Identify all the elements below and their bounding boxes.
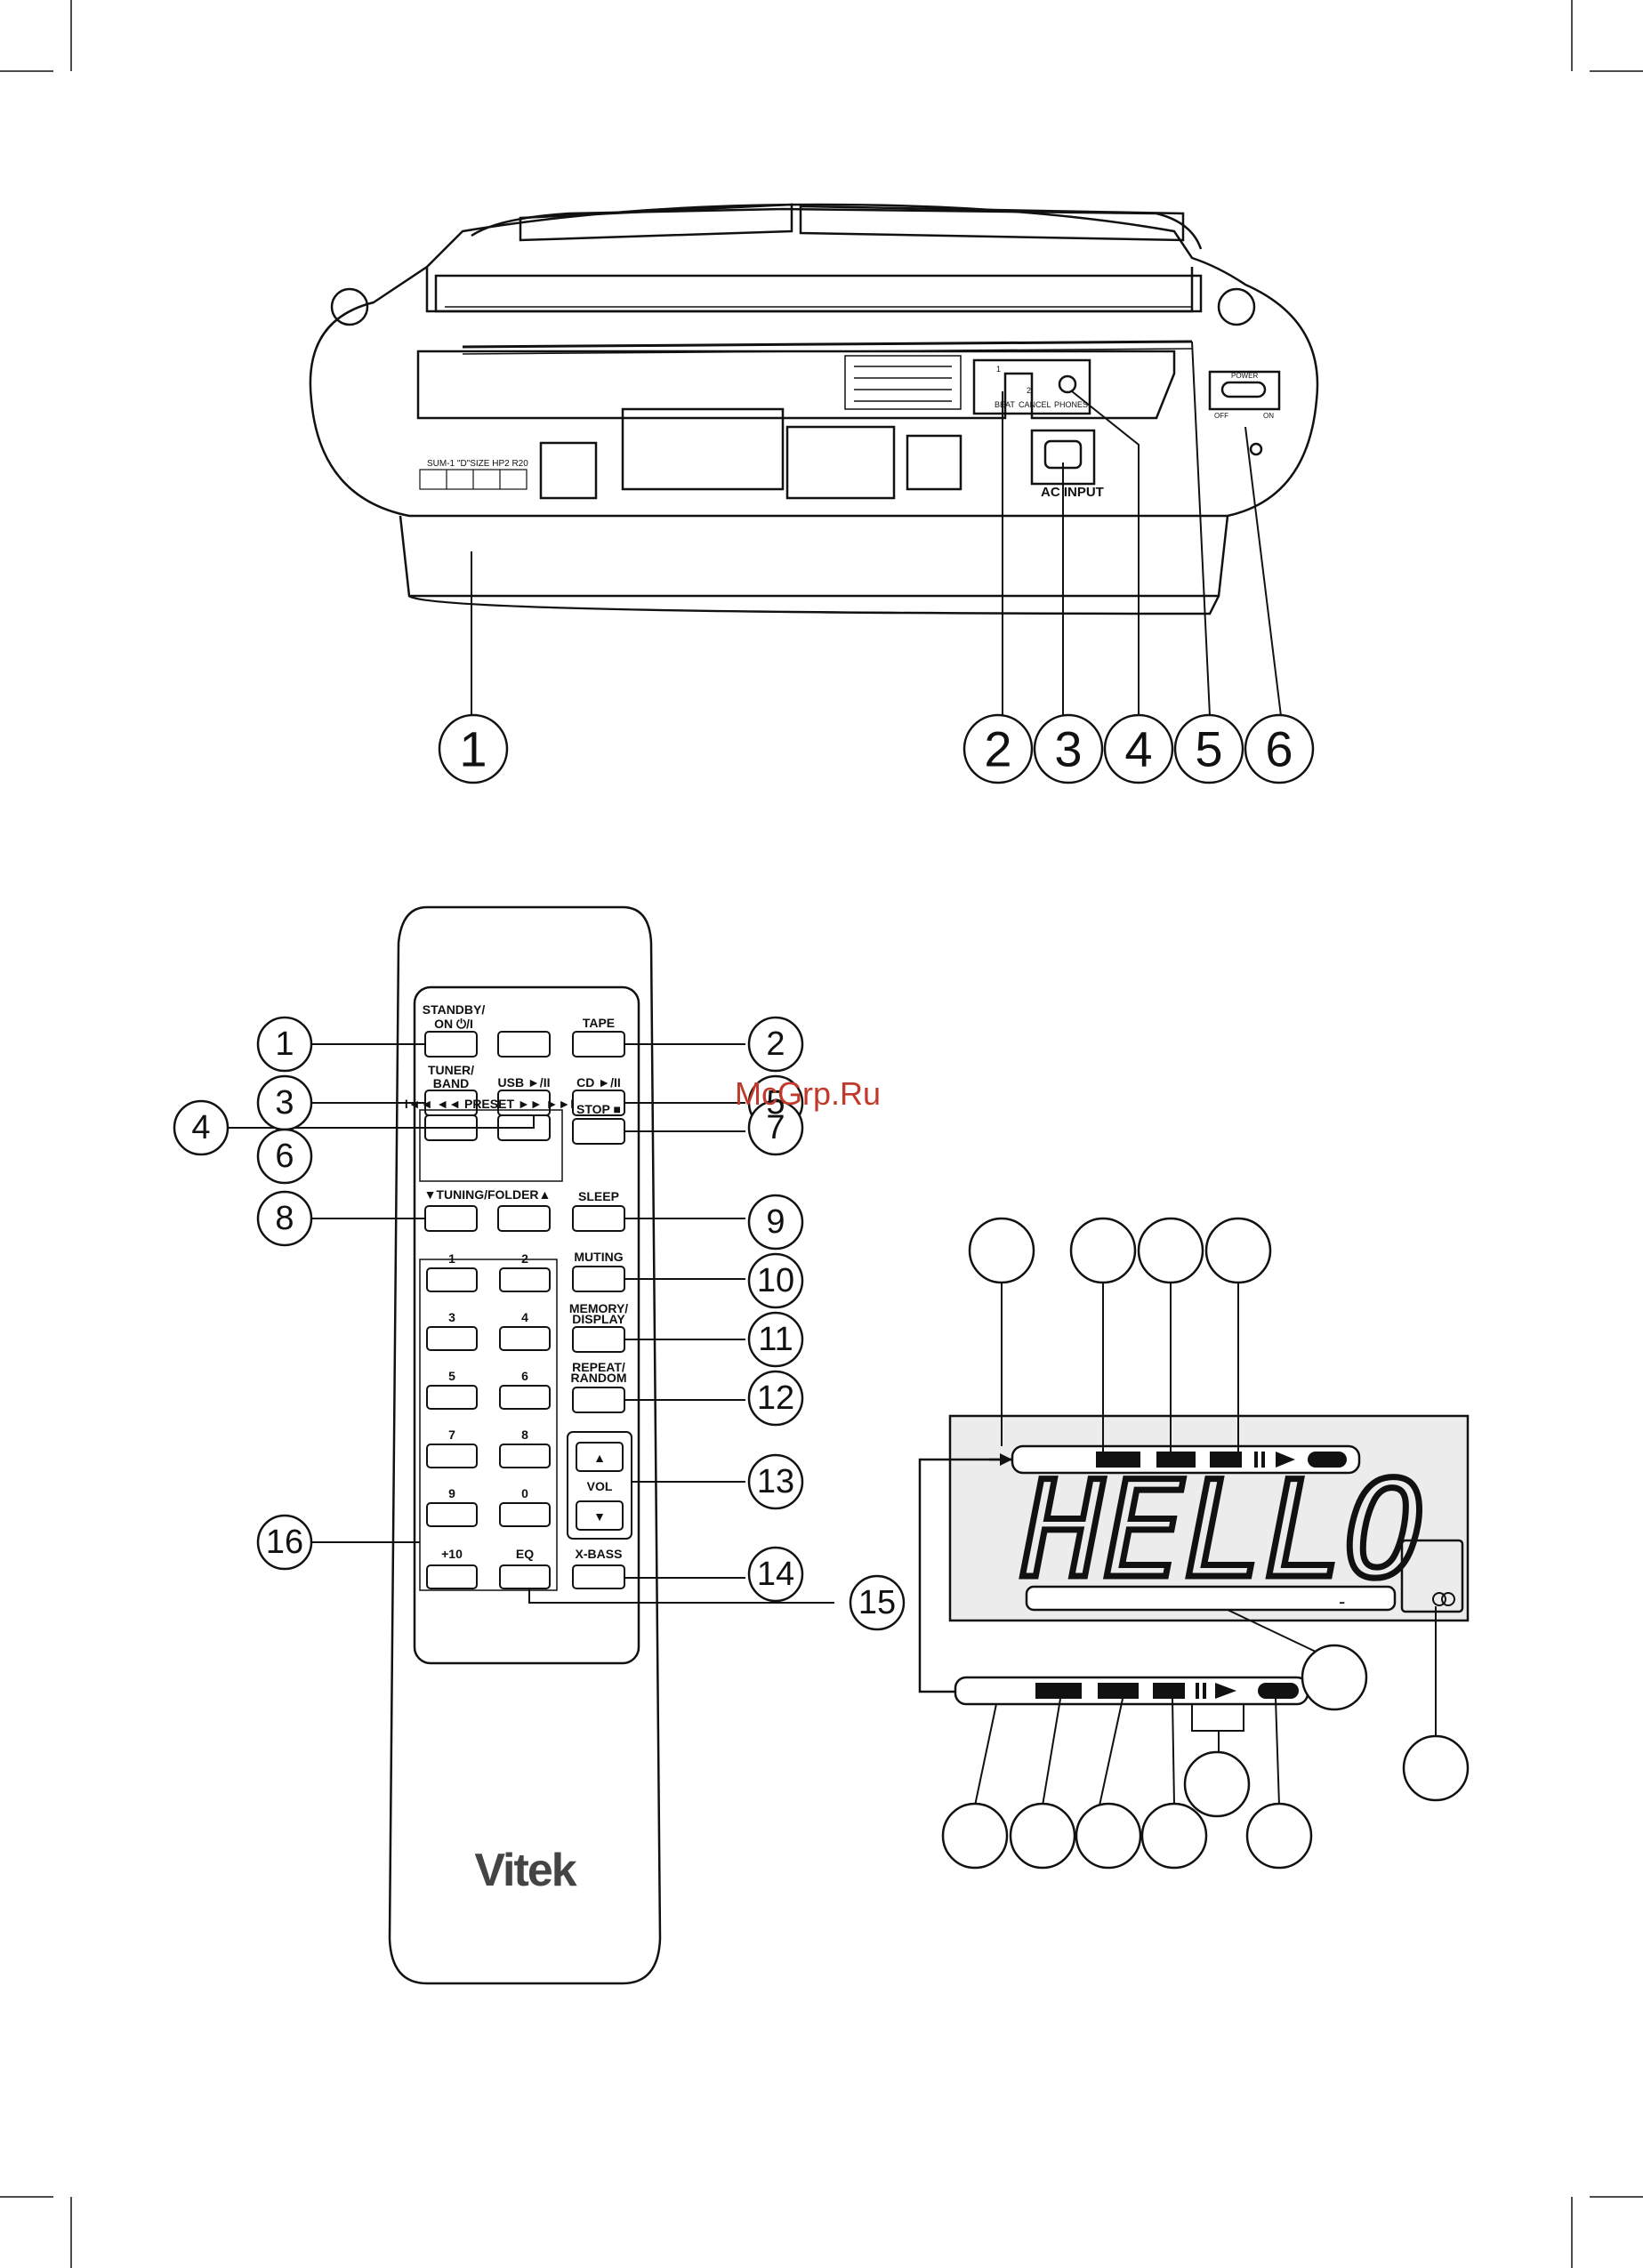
- unit-callout-3: 3: [1054, 721, 1082, 777]
- eq-label: EQ: [516, 1547, 534, 1561]
- remote-callout-4: 4: [191, 1109, 210, 1146]
- digit-6: 6: [521, 1369, 528, 1383]
- ac-input-label: AC INPUT: [1041, 485, 1104, 500]
- stop-label: STOP ■: [576, 1102, 621, 1116]
- digit-9: 9: [448, 1486, 455, 1500]
- remote-callout-16: 16: [266, 1524, 303, 1561]
- cancel-label: CANCEL: [1019, 400, 1051, 409]
- watermark: McGrp.Ru: [735, 1075, 881, 1112]
- standby-label-2: ON ⏻/I: [434, 1017, 473, 1031]
- digit-8: 8: [521, 1428, 528, 1442]
- standby-label: STANDBY/: [423, 1002, 486, 1017]
- power-label: POWER: [1231, 372, 1258, 380]
- xbass-label: X-BASS: [576, 1547, 623, 1561]
- remote-callout-2: 2: [766, 1025, 785, 1063]
- remote-button-shapes: [419, 1031, 632, 1591]
- remote-callout-1: 1: [275, 1025, 294, 1063]
- digit-2: 2: [521, 1251, 528, 1266]
- vol-down-label: ▼: [593, 1509, 606, 1524]
- vol-label: VOL: [587, 1479, 613, 1493]
- remote-callout-13: 13: [757, 1463, 794, 1500]
- usb-label: USB ►/II: [498, 1075, 551, 1090]
- plus10-label: +10: [441, 1547, 463, 1561]
- lcd-display: [948, 1414, 1470, 1622]
- sleep-label: SLEEP: [578, 1189, 619, 1203]
- unit-callout-2: 2: [984, 721, 1011, 777]
- preset-label: I◄◄ ◄◄ PRESET ►► ►►I: [405, 1097, 574, 1111]
- muting-label: MUTING: [574, 1250, 623, 1264]
- tape-label: TAPE: [583, 1016, 615, 1030]
- remote-body: [388, 905, 662, 1985]
- unit-callout-6: 6: [1265, 721, 1293, 777]
- phones-label: PHONES: [1054, 400, 1088, 409]
- battery-polarity-marks: [419, 469, 528, 490]
- cd-label: CD ►/II: [576, 1075, 621, 1090]
- unit-callout-5: 5: [1195, 721, 1222, 777]
- beat-2-label: 2: [1027, 386, 1031, 395]
- remote-callouts: [173, 1016, 906, 1631]
- stereo-icon: [1432, 1592, 1455, 1606]
- band-label: BAND: [433, 1076, 469, 1090]
- remote-callout-10: 10: [757, 1262, 794, 1299]
- unit-callouts: [438, 713, 1315, 784]
- remote-callout-3: 3: [275, 1084, 294, 1122]
- lcd-message: HELLO: [1022, 1453, 1425, 1608]
- unit-rear-illustration: [309, 203, 1319, 615]
- random-label: RANDOM: [571, 1371, 627, 1385]
- brand-logo: Vitek: [474, 1845, 576, 1896]
- beat-1-label: 1: [996, 365, 1001, 374]
- unit-callout-4: 4: [1124, 721, 1152, 777]
- lcd-dash: -: [1339, 1590, 1345, 1613]
- tuning-folder-label: ▼TUNING/FOLDER▲: [424, 1187, 552, 1202]
- remote-callout-11: 11: [758, 1321, 793, 1358]
- remote-callout-15: 15: [858, 1584, 896, 1621]
- remote-callout-12: 12: [757, 1379, 794, 1417]
- remote-callout-14: 14: [757, 1556, 794, 1593]
- display-label: DISPLAY: [572, 1312, 625, 1326]
- digit-5: 5: [448, 1369, 455, 1383]
- digit-0: 0: [521, 1486, 528, 1500]
- antenna: [462, 340, 1193, 349]
- digit-7: 7: [448, 1428, 455, 1442]
- on-label: ON: [1263, 412, 1274, 420]
- memory-label: MEMORY/: [569, 1301, 628, 1315]
- strip-indicators: [1000, 1453, 1299, 1699]
- remote-callout-6: 6: [275, 1138, 294, 1175]
- lcd-indicators: [1096, 1452, 1347, 1468]
- beat-label: BEAT: [995, 400, 1015, 409]
- remote-callout-5: 5: [766, 1084, 785, 1122]
- digit-1: 1: [448, 1251, 455, 1266]
- repeat-label: REPEAT/: [572, 1360, 625, 1374]
- digit-3: 3: [448, 1310, 455, 1324]
- remote-callout-7: 7: [766, 1109, 785, 1146]
- battery-label: SUM-1 "D"SIZE HP2 R20: [427, 459, 528, 469]
- vol-up-label: ▲: [593, 1451, 606, 1465]
- display-callouts: [941, 1217, 1470, 1870]
- remote-callout-9: 9: [766, 1203, 785, 1241]
- unit-leader-lines: [471, 341, 1282, 717]
- unit-callout-1: 1: [459, 721, 487, 777]
- remote-callout-8: 8: [275, 1200, 294, 1237]
- speaker-grille: [844, 355, 962, 410]
- remote-leader-lines: [227, 1043, 834, 1604]
- digit-4: 4: [521, 1310, 528, 1324]
- tuner-label: TUNER/: [428, 1063, 474, 1077]
- remote-illustration: [388, 905, 662, 1985]
- display-leader-lines: [974, 1279, 1437, 1806]
- off-label: OFF: [1214, 412, 1228, 420]
